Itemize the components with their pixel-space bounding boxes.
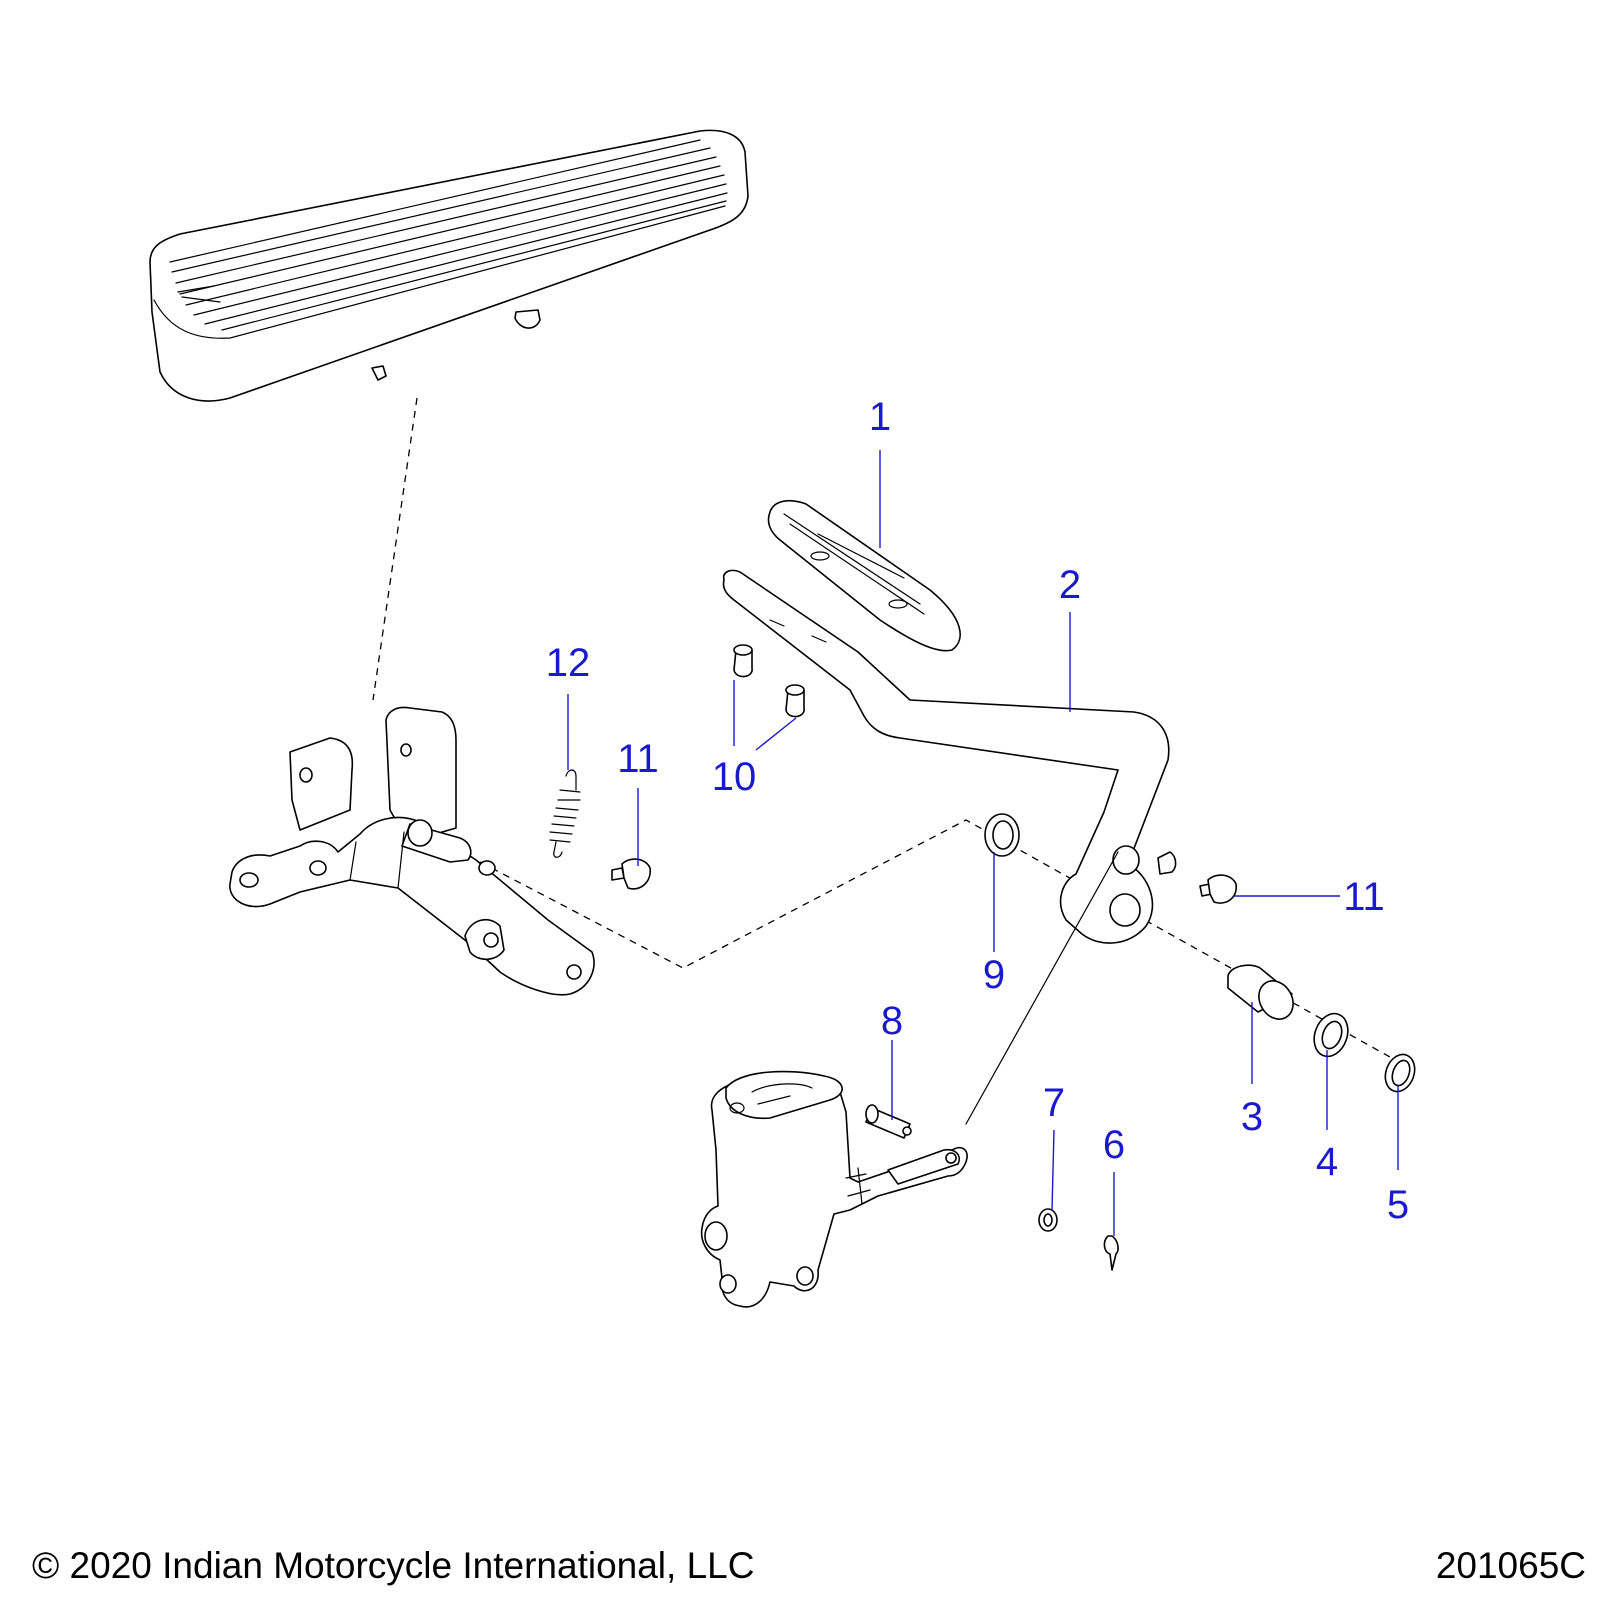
leader-lines bbox=[567, 450, 1399, 1236]
callout-11-left: 11 bbox=[617, 737, 659, 781]
callout-1: 1 bbox=[869, 395, 891, 439]
leader-7 bbox=[1051, 1129, 1055, 1211]
cotter-pin bbox=[1103, 1235, 1119, 1271]
floorboard-ribs bbox=[169, 139, 728, 331]
pushrod-clevis bbox=[887, 1148, 960, 1185]
brand-script-mark bbox=[177, 285, 221, 303]
mount-bracket bbox=[229, 706, 595, 996]
callout-5: 5 bbox=[1387, 1183, 1409, 1227]
rivets bbox=[733, 644, 805, 718]
callout-12: 12 bbox=[546, 641, 591, 685]
callout-11-right: 11 bbox=[1343, 875, 1385, 919]
master-cylinder bbox=[700, 1070, 968, 1308]
callout-7: 7 bbox=[1043, 1081, 1065, 1125]
washer-4 bbox=[1313, 1012, 1349, 1058]
bushing bbox=[1227, 964, 1294, 1020]
callout-8: 8 bbox=[881, 999, 903, 1043]
floorboard bbox=[149, 129, 749, 402]
reservoir-cap bbox=[725, 1070, 843, 1120]
callout-4: 4 bbox=[1316, 1140, 1338, 1184]
clevis-pin bbox=[865, 1104, 912, 1139]
retaining-ring bbox=[1384, 1053, 1416, 1093]
floorboard-stud bbox=[514, 309, 541, 329]
callout-3: 3 bbox=[1241, 1095, 1263, 1139]
flange-bolt-left bbox=[611, 858, 651, 890]
floorboard-dash-line bbox=[372, 397, 418, 701]
callout-6: 6 bbox=[1103, 1123, 1125, 1167]
callout-10: 10 bbox=[712, 755, 757, 799]
leader-10b bbox=[755, 717, 797, 751]
return-spring bbox=[549, 769, 581, 858]
diagram-id: 201065C bbox=[1436, 1545, 1586, 1586]
washer-9 bbox=[984, 813, 1020, 857]
callout-numbers: 1 2 3 4 5 6 7 8 9 10 11 11 12 bbox=[546, 395, 1409, 1227]
pad-logo-mark bbox=[817, 533, 905, 579]
pushrod-line bbox=[965, 851, 1119, 1125]
callout-9: 9 bbox=[983, 953, 1005, 997]
copyright-notice: © 2020 Indian Motorcycle International, … bbox=[32, 1545, 754, 1586]
callout-2: 2 bbox=[1059, 563, 1081, 607]
pivot-axis-dash-line bbox=[479, 819, 1407, 1067]
washer-7 bbox=[1038, 1208, 1058, 1232]
flange-bolt-right bbox=[1199, 874, 1237, 904]
brake-pedal-pad bbox=[767, 499, 961, 652]
